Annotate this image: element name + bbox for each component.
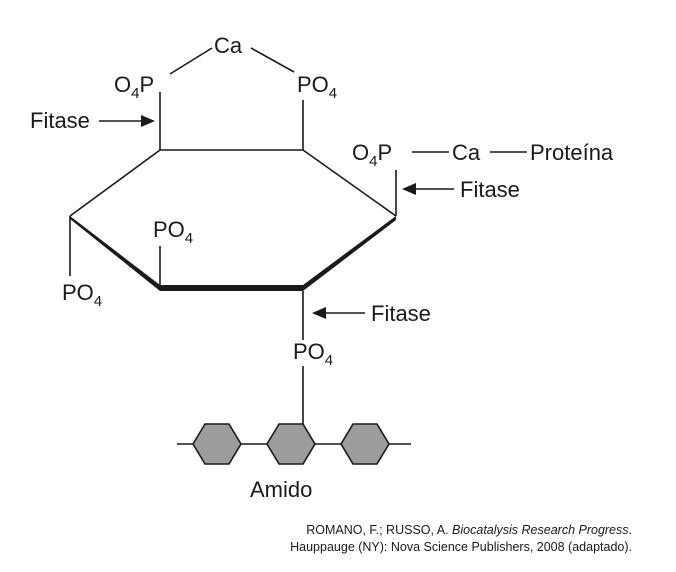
po4-bottom-label: PO4	[293, 339, 333, 369]
credit-title: Biocatalysis Research Progress	[452, 523, 629, 537]
starch-unit	[340, 423, 390, 465]
amido-label: Amido	[250, 477, 312, 502]
starch-unit	[266, 423, 316, 465]
source-credit-line2: Hauppauge (NY): Nova Science Publishers,…	[290, 540, 632, 554]
fitase-left-label: Fitase	[30, 108, 90, 133]
o4p-right-label: O4P	[352, 140, 392, 170]
fitase-right-label: Fitase	[460, 177, 520, 202]
po4-left-label: PO4	[62, 280, 102, 310]
proteina-label: Proteína	[530, 140, 614, 165]
po4-inner-label: PO4	[153, 217, 193, 247]
ring-edge-front-right	[303, 216, 396, 291]
fitase-arrow-right	[402, 183, 454, 195]
fitase-bottom-label: Fitase	[371, 301, 431, 326]
ring-edge-top-right	[302, 149, 397, 217]
po4-top-right-label: PO4	[297, 72, 337, 102]
starch-unit	[192, 423, 242, 465]
ca-top-label: Ca	[214, 33, 243, 58]
ca-right-label: Ca	[452, 140, 481, 165]
ring-edge-front-left	[70, 216, 160, 291]
ring-edge-top-left	[69, 149, 161, 217]
inositol-ring	[69, 149, 397, 291]
credit-end: .	[628, 523, 632, 537]
bond-ca-right	[250, 47, 295, 73]
fitase-arrow-bottom	[312, 307, 365, 319]
o4p-left-label: O4P	[114, 72, 154, 102]
source-credit-line1: ROMANO, F.; RUSSO, A. Biocatalysis Resea…	[306, 523, 632, 537]
fitase-arrow-left	[99, 115, 155, 127]
credit-publisher: Hauppauge (NY): Nova Science Publishers,…	[290, 540, 632, 554]
ring-edge-front	[160, 285, 303, 291]
starch-chain	[177, 423, 411, 465]
credit-authors: ROMANO, F.; RUSSO, A.	[306, 523, 453, 537]
bond-ca-left	[169, 47, 213, 75]
